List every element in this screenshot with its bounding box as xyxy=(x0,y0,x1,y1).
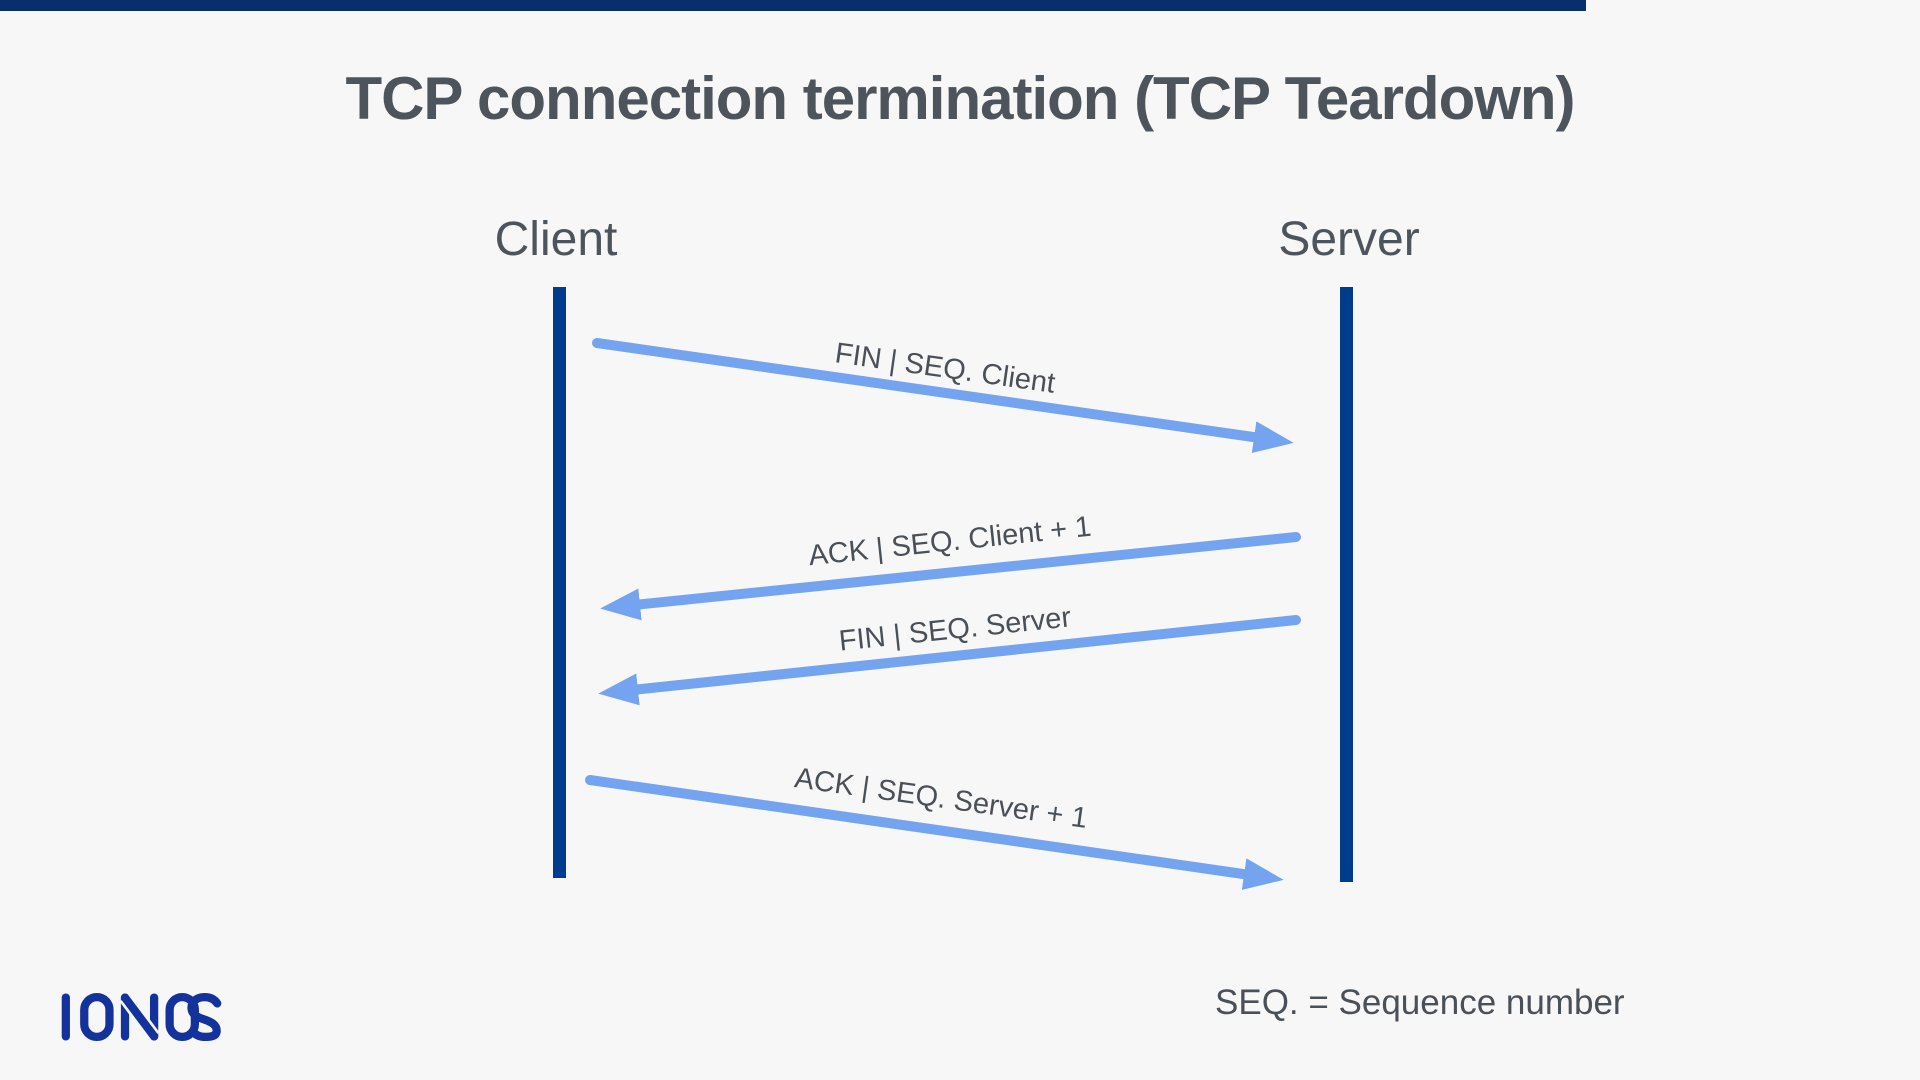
ionos-logo xyxy=(61,992,222,1042)
arrow-ack-server xyxy=(585,775,1284,890)
arrow-fin-server xyxy=(598,615,1301,706)
footnote-seq-definition: SEQ. = Sequence number xyxy=(1215,983,1625,1022)
server-lifeline xyxy=(1340,287,1353,882)
logo-letter-n-diagonal xyxy=(120,993,159,1041)
top-accent-bar xyxy=(0,0,1586,11)
logo-letter-s xyxy=(187,992,222,1042)
page-title: TCP connection termination (TCP Teardown… xyxy=(345,65,1575,132)
actor-label-server: Server xyxy=(1278,213,1420,266)
actor-label-client: Client xyxy=(494,213,618,266)
client-lifeline xyxy=(553,287,566,878)
arrow-ack-client xyxy=(600,532,1301,621)
arrow-fin-client xyxy=(592,338,1294,453)
logo-letter-o1 xyxy=(80,992,114,1042)
